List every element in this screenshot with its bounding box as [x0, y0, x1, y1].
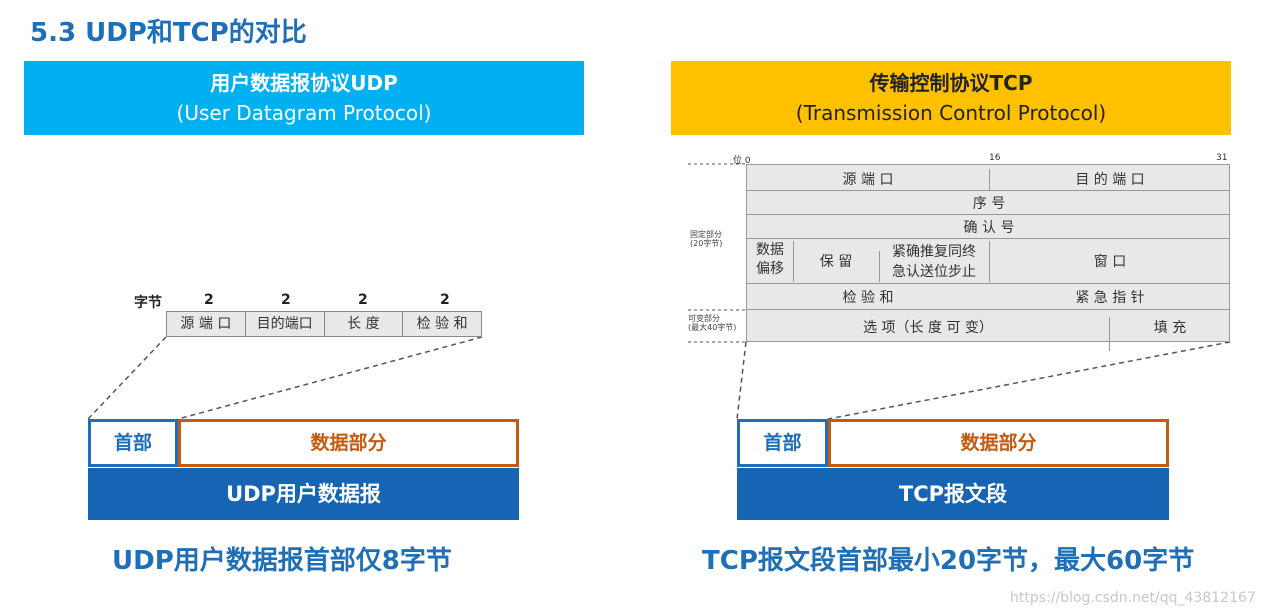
tcp-field-options: 选 项（长 度 可 变）: [747, 317, 1110, 351]
tcp-row-seq: 序 号: [747, 190, 1229, 215]
tcp-row-ack: 确 认 号: [747, 214, 1229, 239]
udp-datagram-bar: UDP用户数据报: [88, 468, 519, 520]
tcp-field-src-port: 源 端 口: [747, 169, 990, 190]
udp-field-length: 长 度: [325, 312, 404, 336]
tcp-bit-label: 位 0: [733, 156, 751, 166]
udp-banner-title: 用户数据报协议UDP: [210, 71, 398, 95]
udp-field-src-port: 源 端 口: [167, 312, 246, 336]
udp-byte-count: 2: [204, 292, 214, 308]
tcp-header-grid: 源 端 口 目 的 端 口 序 号 确 认 号 数据 偏移 保 留 紧确推复同终…: [746, 164, 1230, 351]
tcp-field-checksum: 检 验 和: [842, 290, 894, 306]
udp-byte-count: 2: [440, 292, 450, 308]
tcp-field-ack: 确 认 号: [963, 220, 1015, 236]
udp-byte-count: 2: [281, 292, 291, 308]
tcp-row-ports: 源 端 口 目 的 端 口: [747, 165, 1229, 191]
udp-banner-subtitle: (User Datagram Protocol): [176, 101, 432, 125]
udp-field-dst-port: 目的端口: [246, 312, 325, 336]
tcp-banner: 传输控制协议TCP (Transmission Control Protocol…: [671, 61, 1231, 135]
tcp-field-seq: 序 号: [972, 196, 1006, 212]
tcp-flags-bottom: 急认送位步止: [892, 264, 976, 280]
tcp-field-urgent-pointer: 紧 急 指 针: [1075, 290, 1145, 306]
tcp-data-box: 数据部分: [828, 419, 1169, 467]
tcp-head-box: 首部: [737, 419, 828, 467]
tcp-row-control: 数据 偏移 保 留 紧确推复同终 急认送位步止 窗 口: [747, 238, 1229, 284]
tcp-banner-subtitle: (Transmission Control Protocol): [795, 101, 1107, 125]
tcp-banner-title: 传输控制协议TCP: [869, 71, 1033, 95]
tcp-row-checksum: 检 验 和 紧 急 指 针: [747, 283, 1229, 310]
tcp-field-reserved: 保 留: [793, 251, 880, 282]
tcp-bit-label: 16: [989, 153, 1001, 163]
udp-data-box: 数据部分: [178, 419, 519, 467]
tcp-fixed-part-label: 固定部分 (20字节): [690, 230, 723, 248]
source-watermark: https://blog.csdn.net/qq_43812167: [1010, 590, 1256, 606]
udp-bytes-label: 字节: [134, 295, 162, 311]
tcp-field-data-offset: 数据 偏移: [747, 241, 794, 282]
tcp-field-padding: 填 充: [1153, 320, 1187, 336]
tcp-variable-part-label: 可变部分 (最大40字节): [688, 314, 737, 332]
udp-caption: UDP用户数据报首部仅8字节: [112, 546, 452, 576]
tcp-field-window: 窗 口: [1093, 254, 1127, 270]
tcp-field-flags: 紧确推复同终 急认送位步止: [879, 241, 990, 282]
tcp-field-dst-port: 目 的 端 口: [1075, 172, 1145, 188]
tcp-bit-label: 31: [1216, 153, 1228, 163]
udp-head-box: 首部: [88, 419, 178, 467]
tcp-caption: TCP报文段首部最小20字节，最大60字节: [702, 546, 1195, 576]
tcp-row-options: 选 项（长 度 可 变） 填 充: [747, 309, 1229, 351]
tcp-segment-bar: TCP报文段: [737, 468, 1169, 520]
tcp-flags-top: 紧确推复同终: [892, 244, 976, 260]
udp-byte-count: 2: [358, 292, 368, 308]
udp-header-fields: 源 端 口 目的端口 长 度 检 验 和: [166, 311, 482, 337]
udp-field-checksum: 检 验 和: [416, 316, 468, 332]
udp-banner: 用户数据报协议UDP (User Datagram Protocol): [24, 61, 584, 135]
page-title: 5.3 UDP和TCP的对比: [30, 18, 307, 48]
